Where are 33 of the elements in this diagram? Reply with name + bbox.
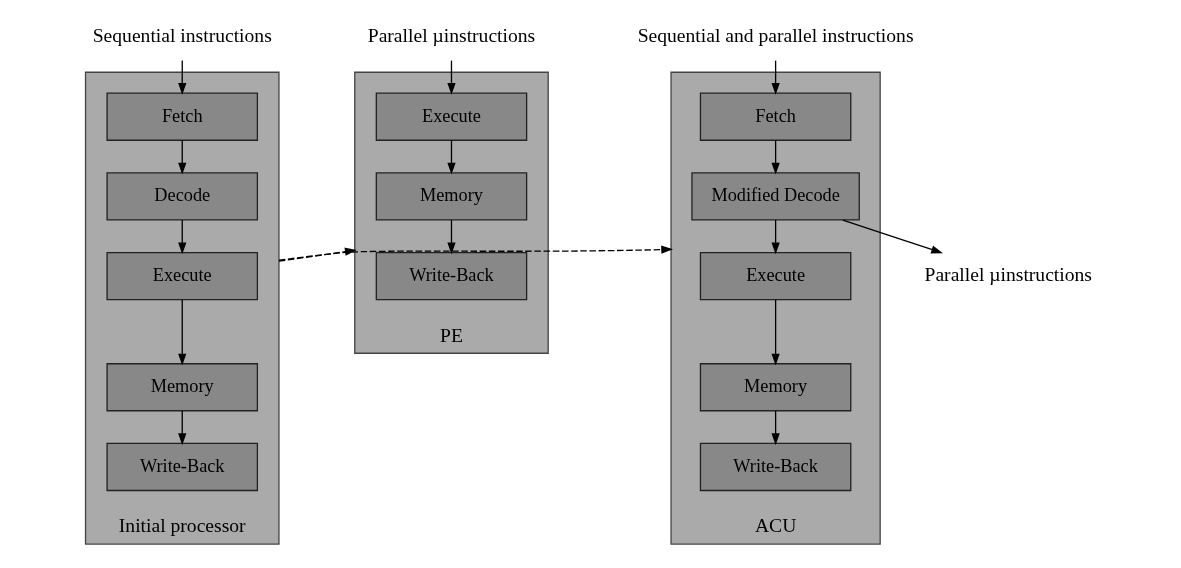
- node-box: Write-Back: [105, 442, 258, 492]
- node-text: Sequential and parallel instructions: [637, 24, 914, 46]
- arrow: [177, 139, 186, 175]
- node-text: Parallel µinstructions: [924, 263, 1092, 285]
- node-box: Memory: [375, 172, 527, 221]
- arrow: [771, 410, 780, 446]
- arrow: [771, 59, 780, 95]
- arrow: [177, 219, 186, 255]
- node-text: Parallel µinstructions: [367, 24, 535, 46]
- node-box: Modified Decode: [690, 172, 860, 221]
- arrow: [177, 299, 186, 366]
- arrow: [841, 219, 943, 254]
- arrow: [771, 219, 780, 255]
- arrow: [446, 219, 456, 255]
- node-box: Execute: [699, 251, 851, 301]
- node-box: Execute: [105, 251, 258, 301]
- node-box: Write-Back: [699, 442, 851, 492]
- node-text: Sequential instructions: [92, 24, 272, 46]
- arrow: [771, 299, 780, 366]
- node-box: Decode: [105, 172, 258, 221]
- node-box: Memory: [699, 363, 851, 412]
- arrow: [446, 139, 456, 175]
- arrow: [177, 59, 186, 95]
- node-box: Fetch: [699, 92, 851, 141]
- arrow: [277, 245, 673, 261]
- arrow: [277, 247, 357, 262]
- node-box: Memory: [105, 363, 258, 412]
- node-box: Execute: [375, 92, 527, 141]
- arrow: [177, 410, 186, 446]
- node-box: Write-Back: [375, 251, 527, 301]
- arrow: [446, 59, 456, 95]
- arrow: [771, 139, 780, 175]
- node-box: Fetch: [105, 92, 258, 141]
